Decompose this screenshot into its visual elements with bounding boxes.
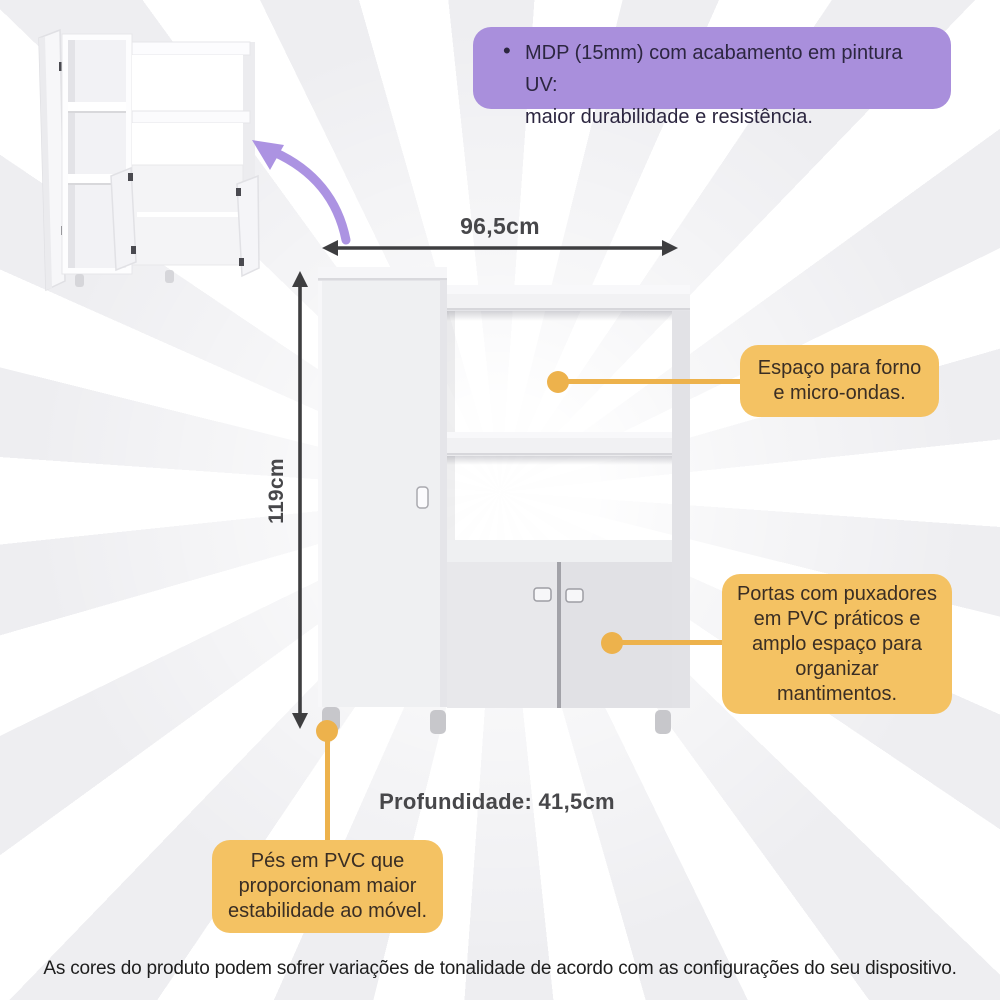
open-door-bottom-left [110, 166, 137, 272]
feet-callout-line: proporcionam maior [238, 875, 417, 897]
feet-callout-dot [316, 720, 338, 742]
lower-door-left [447, 562, 557, 708]
right-door-handle [565, 588, 584, 603]
shelf-unit-section [447, 285, 690, 708]
material-info-line2: maior durabilidade e resistência. [525, 106, 813, 128]
pvc-feet [322, 707, 671, 734]
tall-cabinet-section [318, 267, 447, 707]
depth-dimension-label: Profundidade: 41,5cm [379, 789, 615, 814]
color-disclaimer: As cores do produto podem sofrer variaçõ… [43, 958, 957, 979]
oven-callout-dot [547, 371, 569, 393]
oven-space-callout: Espaço para forno e micro-ondas. [740, 345, 939, 417]
oven-callout-connector [558, 379, 742, 384]
doors-callout-line: mantimentos. [776, 682, 898, 705]
oven-callout-line: Espaço para forno [757, 357, 922, 379]
open-door-bottom-right [236, 174, 260, 278]
doors-callout-connector [612, 640, 724, 645]
doors-callout-line: Portas com puxadores [736, 582, 938, 605]
feet-callout-line: Pés em PVC que [250, 850, 405, 872]
feet-callout: Pés em PVC que proporcionam maior estabi… [212, 840, 443, 933]
oven-callout-line: e micro-ondas. [773, 382, 906, 404]
doors-callout-line: organizar [795, 657, 879, 680]
doors-callout-line: amplo espaço para [751, 632, 923, 655]
doors-callout-line: em PVC práticos e [753, 607, 921, 630]
height-dimension-label: 119cm [265, 458, 288, 524]
purple-curved-arrow-icon [252, 140, 351, 245]
cabinet-diagram [292, 240, 690, 734]
width-dimension-label: 96,5cm [460, 213, 540, 239]
material-info-line1: MDP (15mm) com acabamento em pintura UV: [525, 42, 903, 96]
left-door-handle [533, 587, 552, 602]
doors-callout-dot [601, 632, 623, 654]
height-dimension-arrow [292, 271, 308, 729]
open-cabinet-thumbnail [38, 28, 260, 292]
width-dimension-arrow [322, 240, 678, 256]
feet-callout-line: estabilidade ao móvel. [227, 900, 427, 922]
material-info-box: • MDP (15mm) com acabamento em pintura U… [473, 27, 951, 128]
tall-door-handle [416, 486, 429, 509]
bullet-icon: • [503, 38, 511, 63]
feet-callout-connector [325, 738, 330, 842]
doors-callout: Portas com puxadores em PVC práticos e a… [722, 574, 952, 714]
